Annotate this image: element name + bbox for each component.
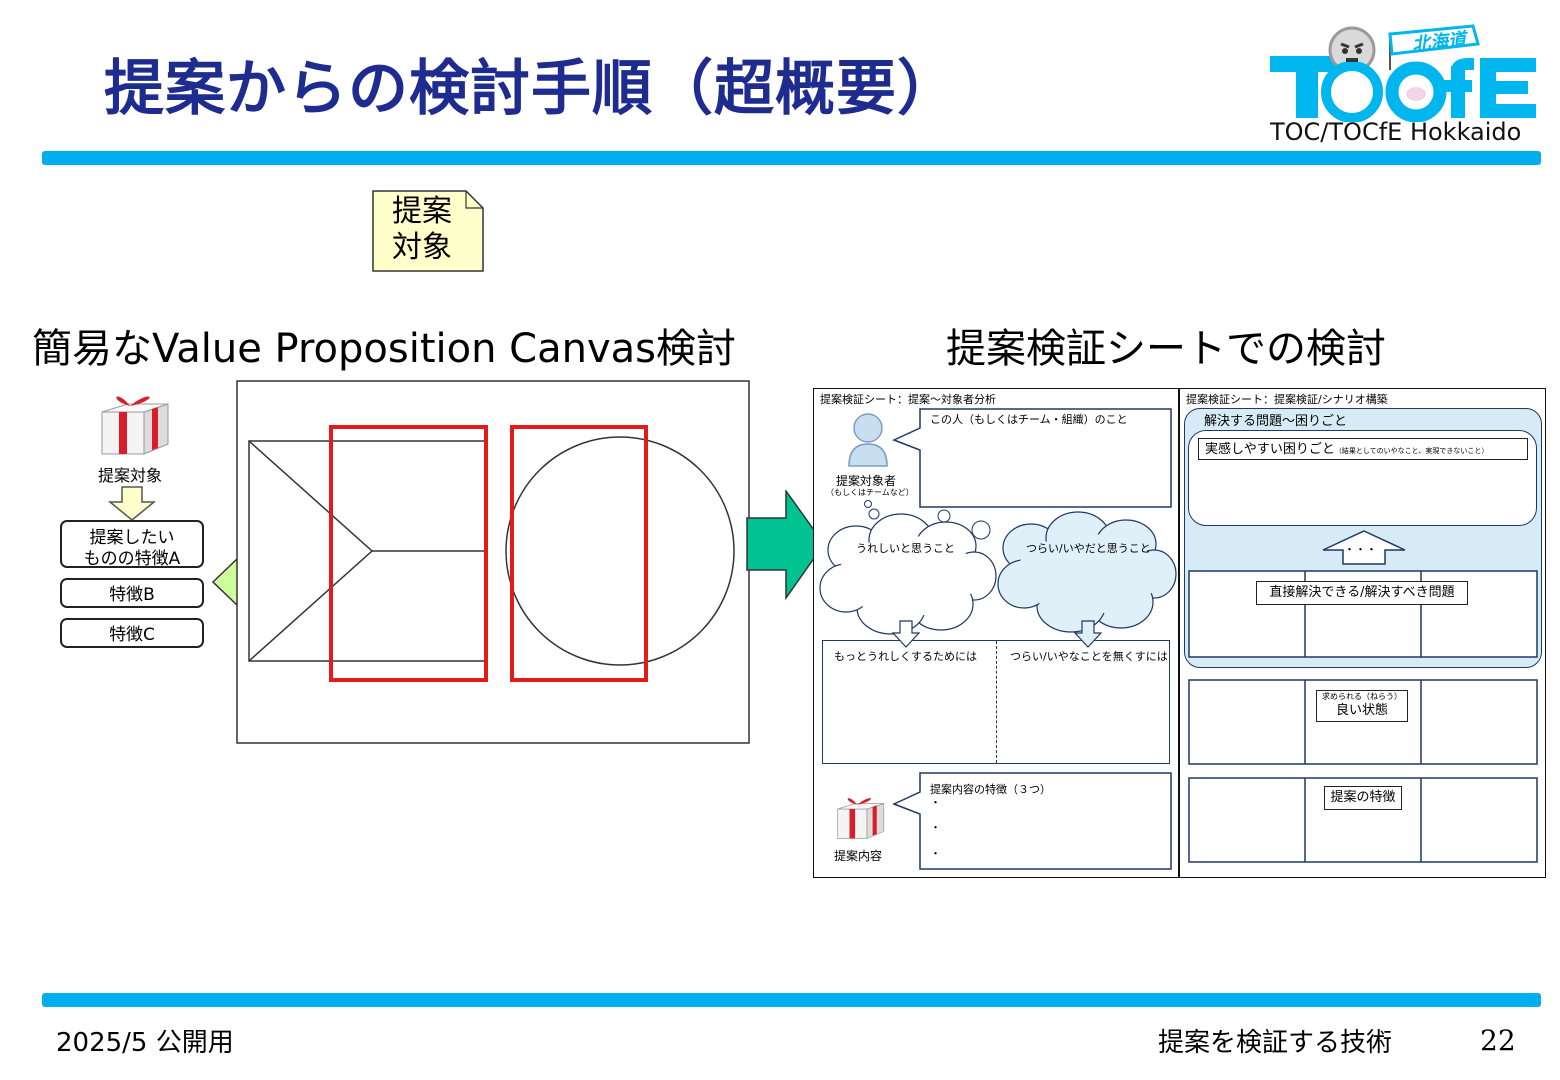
sheet-right-header: 提案検証シート：提案検証/シナリオ構築 [1186,391,1388,407]
pain-column-title: つらい/いやなことを無くすには [1010,648,1168,664]
direct-problem-label: 直接解決できる/解決すべき問題 [1256,581,1468,605]
sheet-divider [1178,388,1180,878]
feature-a-label: 提案したい ものの特徴A [84,528,181,569]
bottom-accent-bar [42,993,1541,1007]
feature-c-label: 特徴C [109,625,155,645]
good-state-text: 良い状態 [1317,702,1407,719]
sheet-gift-icon [832,790,888,842]
gift-label: 提案対象 [98,462,162,486]
cloud-happy-text: うれしいと思うこと [856,540,955,556]
feature-b-box: 特徴B [60,578,204,608]
feature-c-box: 特徴C [60,618,204,648]
feature-bullet-1: ・ [930,794,941,810]
footer-title: 提案を検証する技術 [1158,1022,1392,1059]
gain-column-title: もっとうれしくするためには [834,648,977,664]
footer-date: 2025/5 公開用 [56,1022,234,1059]
cloud-pain-text: つらい/いやだと思うこと [1026,540,1151,556]
good-state-note: 求められる（ねらう） [1317,691,1407,702]
feature-b-label: 特徴B [109,585,155,605]
target-note-text: 提案 対象 [392,194,452,266]
thought-clouds [816,500,1178,640]
logo-caption: TOC/TOCfE Hokkaido [1270,118,1521,146]
top-accent-bar [42,151,1541,165]
good-state-label: 求められる（ねらう） 良い状態 [1316,690,1408,722]
person-bubble-text: この人（もしくはチーム・組織）のこと [930,411,1128,427]
features-title: 提案内容の特徴（３つ） [930,781,1051,797]
proposal-features-label: 提案の特徴 [1324,786,1402,810]
vpc-heading: 簡易なValue Proposition Canvas検討 [32,316,736,374]
sheet-heading: 提案検証シートでの検討 [946,316,1386,374]
person-icon [846,412,890,468]
page-number: 22 [1480,1024,1516,1057]
feature-a-box: 提案したい ものの特徴A [60,520,204,568]
pain-note: （結果としてのいやなこと、実現できないこと） [1335,447,1489,455]
feature-bullet-3: ・ [930,845,941,861]
gift-icon [94,386,174,458]
problem-panel-title: 解決する問題～困りごと [1204,410,1347,429]
pain-title: 実感しやすい困りごと [1205,442,1335,457]
sheet-gift-label: 提案内容 [834,847,882,864]
down-arrow-happy [892,620,920,648]
pain-label: 実感しやすい困りごと（結果としてのいやなこと、実現できないこと） [1198,438,1528,460]
feature-bullet-2: ・ [930,819,941,835]
down-arrow [108,486,156,522]
down-arrow-pain [1074,620,1102,648]
page-title: 提案からの検討手順（超概要） [104,40,958,127]
sheet-left-header: 提案検証シート：提案～対象者分析 [820,391,996,407]
up-arrow-dots: ・・・ [1344,541,1377,557]
gain-pain-divider [996,641,997,763]
value-proposition-canvas [236,380,752,746]
